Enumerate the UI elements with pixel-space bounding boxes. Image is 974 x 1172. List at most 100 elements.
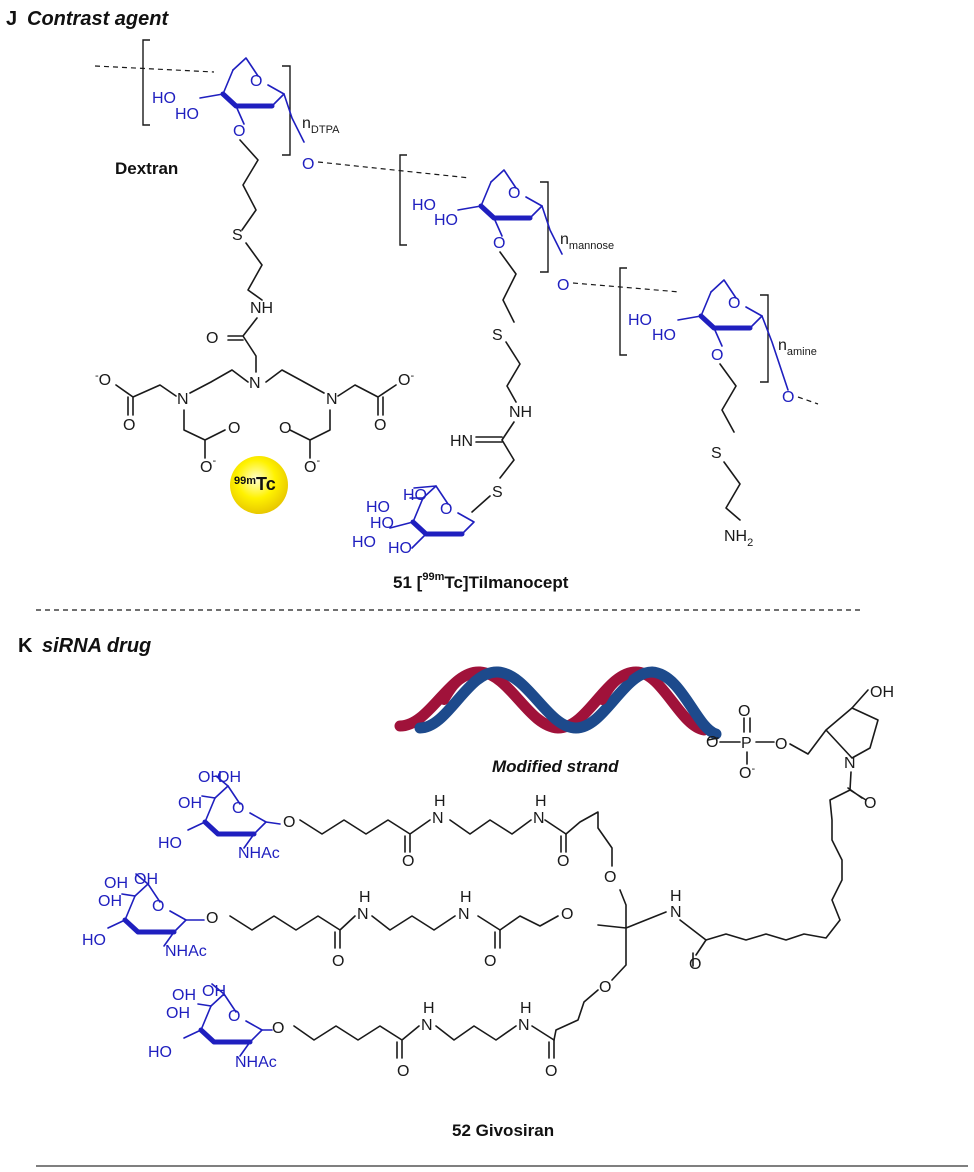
- s-glycoside-bond: [471, 495, 491, 513]
- repeat-count-amine: namine: [778, 337, 817, 358]
- amide-h: H: [460, 889, 472, 906]
- dextran-sugar-1-labels: O HO HO O O: [152, 73, 314, 173]
- backbone-dash-1: [94, 65, 215, 73]
- ring-oxygen: O: [250, 73, 262, 90]
- hydroxyl-label: OH: [172, 987, 196, 1004]
- hydroxyl-label: HO: [352, 534, 376, 551]
- modified-strand-label: Modified strand: [492, 757, 619, 776]
- hydroxyl-label: HO: [158, 835, 182, 852]
- carbonyl-o: O: [557, 853, 569, 870]
- hydroxyl-label: HO: [366, 499, 390, 516]
- amide-n: N: [533, 810, 545, 827]
- panel-k-letter: K: [18, 635, 33, 657]
- dextran-sugar-1: [199, 58, 305, 143]
- acyl-chain: [705, 789, 851, 941]
- acetate-left: [115, 384, 177, 416]
- glycosidic-oxygen: O: [782, 389, 794, 406]
- left-nitrogen: N: [177, 391, 189, 408]
- repeat-count-dtpa: nDTPA: [302, 115, 340, 136]
- panel-k-title: siRNA drug: [42, 635, 151, 657]
- arm-3-ether-chain: [553, 989, 599, 1041]
- ether-oxygen: O: [233, 123, 245, 140]
- amide-oxygen: O: [689, 956, 701, 973]
- arm-1-pentanoyl: [299, 819, 431, 853]
- repeat-count-mannose: nmannose: [560, 231, 614, 252]
- hydroxyl-label: HO: [652, 327, 676, 344]
- hydroxyl-label: HO: [175, 106, 199, 123]
- hydroxyl-label: OH: [134, 871, 158, 888]
- hydroxyl-label: HO: [403, 487, 427, 504]
- ether-oxygen: O: [493, 235, 505, 252]
- compound-51-caption: 51 [99mTc]Tilmanocept: [393, 571, 569, 592]
- technetium-sphere-icon: [230, 456, 288, 514]
- amide-h: H: [520, 1000, 532, 1017]
- hydroxyl-label: OH: [202, 983, 226, 1000]
- compound-52-caption: 52 Givosiran: [452, 1121, 554, 1140]
- arm-2-amide: [477, 915, 501, 931]
- galnac-1-labels: O OH OH OH HO NHAc: [158, 769, 280, 862]
- thioether-s: S: [232, 227, 243, 244]
- galnac-sugar-3: [183, 983, 273, 1057]
- amide-n: N: [421, 1017, 433, 1034]
- amide-h: H: [359, 889, 371, 906]
- carboxylate-o: O: [228, 420, 240, 437]
- pyrrolidine-oh: OH: [870, 684, 894, 701]
- hydroxyl-label: OH: [166, 1005, 190, 1022]
- ring-oxygen: O: [232, 800, 244, 817]
- strand-link: [707, 737, 719, 741]
- galnac-3-labels: O OH OH OH HO NHAc: [148, 983, 277, 1071]
- glycosidic-oxygen: O: [302, 156, 314, 173]
- backbone-dash-4: [797, 396, 819, 405]
- arm-3-pentanoyl: [293, 1025, 420, 1059]
- glycoside-o: O: [206, 910, 218, 927]
- arm-1-ether-chain: [565, 811, 613, 867]
- hydroxyl-label: HO: [82, 932, 106, 949]
- bracket-right-3: [760, 294, 769, 383]
- amide-n: N: [670, 904, 682, 921]
- amide-carbonyl: [227, 317, 258, 373]
- ring-oxygen: O: [228, 1008, 240, 1025]
- carbonyl-oxygen: O: [206, 330, 218, 347]
- arm-2-pentanoyl: [229, 915, 356, 949]
- hydroxyl-label: HO: [388, 540, 412, 557]
- backbone-dash-3: [572, 282, 681, 293]
- thioether-s: S: [492, 484, 503, 501]
- double-helix-icon: [394, 666, 722, 740]
- terminal-amine: NH2: [724, 528, 753, 549]
- amide-h: H: [535, 793, 547, 810]
- ethylene-bridges: [189, 369, 325, 394]
- panel-j-title: Contrast agent: [27, 8, 169, 30]
- amidine-group: [475, 421, 515, 479]
- glycoside-o: O: [272, 1020, 284, 1037]
- bracket-left-3: [619, 267, 627, 356]
- arm-1-propyl: [449, 819, 532, 835]
- amide-link: [679, 919, 707, 941]
- carbonyl-o: O: [402, 853, 414, 870]
- hydroxyl-label: HO: [434, 212, 458, 229]
- nhac-label: NHAc: [165, 943, 207, 960]
- amide-h: H: [670, 888, 682, 905]
- acyl-oxygen: O: [864, 795, 876, 812]
- ethyl-chain: [245, 242, 263, 301]
- ring-oxygen: O: [440, 501, 452, 518]
- galnac-sugar-1: [187, 775, 281, 849]
- central-nitrogen: N: [249, 375, 261, 392]
- glycoside-o: O: [283, 814, 295, 831]
- carboxylate-o-minus: O-: [200, 455, 216, 476]
- hydroxyl-label: HO: [370, 515, 394, 532]
- ether-o: O: [604, 869, 616, 886]
- dextran-sugar-2: [457, 170, 563, 255]
- nhac-label: NHAc: [238, 845, 280, 862]
- hydroxyl-label: OH: [98, 893, 122, 910]
- ring-oxygen: O: [508, 185, 520, 202]
- hydroxyl-label: HO: [412, 197, 436, 214]
- dextran-sugar-2-labels: O HO HO O O: [412, 185, 569, 294]
- amide-n: N: [357, 906, 369, 923]
- thioether-s: S: [711, 445, 722, 462]
- arm-3-propyl: [435, 1025, 517, 1041]
- propyl-chain: [239, 139, 259, 231]
- pyrrolidine-ring: [789, 707, 879, 759]
- imine-hn: HN: [450, 433, 473, 450]
